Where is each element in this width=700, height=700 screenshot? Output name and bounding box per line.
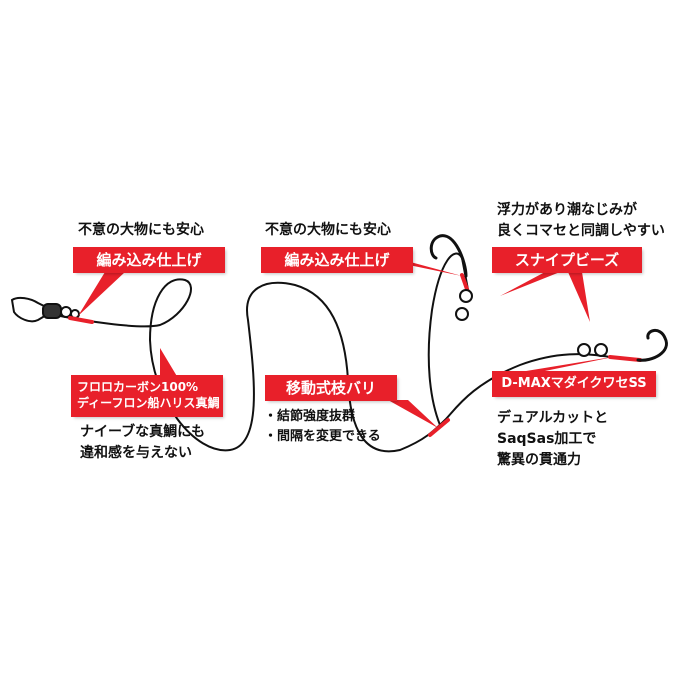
line-material-label: フロロカーボン100% ディーフロン船ハリス真鯛 xyxy=(72,376,222,416)
hook-label: D-MAXマダイクワセSS xyxy=(493,372,655,396)
hook-icon xyxy=(429,234,668,362)
beads-caption-1: 浮力があり潮なじみが xyxy=(497,202,637,218)
bead-icon xyxy=(455,289,608,357)
line-material-label-1: フロロカーボン100% xyxy=(77,380,199,394)
branch-point-2: ・間隔を変更できる xyxy=(264,429,381,444)
beads-label: スナイプビーズ xyxy=(493,248,641,272)
left-braid-label: 編み込み仕上げ xyxy=(74,248,224,272)
swivel-icon xyxy=(10,296,80,323)
line-material-label-2: ディーフロン船ハリス真鯛 xyxy=(77,396,220,410)
hook-caption-3: 驚異の貫通力 xyxy=(497,452,581,468)
beads-caption-2: 良くコマセと同調しやすい xyxy=(497,223,665,239)
branch-line xyxy=(427,252,471,426)
mid-caption: 不意の大物にも安心 xyxy=(265,222,391,238)
branch-point-1: ・結節強度抜群 xyxy=(264,409,356,424)
line-caption-2: 違和感を与えない xyxy=(80,445,192,461)
hook-caption-2: SaqSas加工で xyxy=(497,431,597,447)
left-caption: 不意の大物にも安心 xyxy=(78,222,204,238)
hook-caption-1: デュアルカットと xyxy=(497,410,609,426)
label-pointers xyxy=(78,257,618,428)
branch-label: 移動式枝バリ xyxy=(266,376,396,400)
braid-markers xyxy=(68,273,642,437)
line-caption-1: ナイーブな真鯛にも xyxy=(80,424,206,440)
mid-braid-label: 編み込み仕上げ xyxy=(262,248,412,272)
